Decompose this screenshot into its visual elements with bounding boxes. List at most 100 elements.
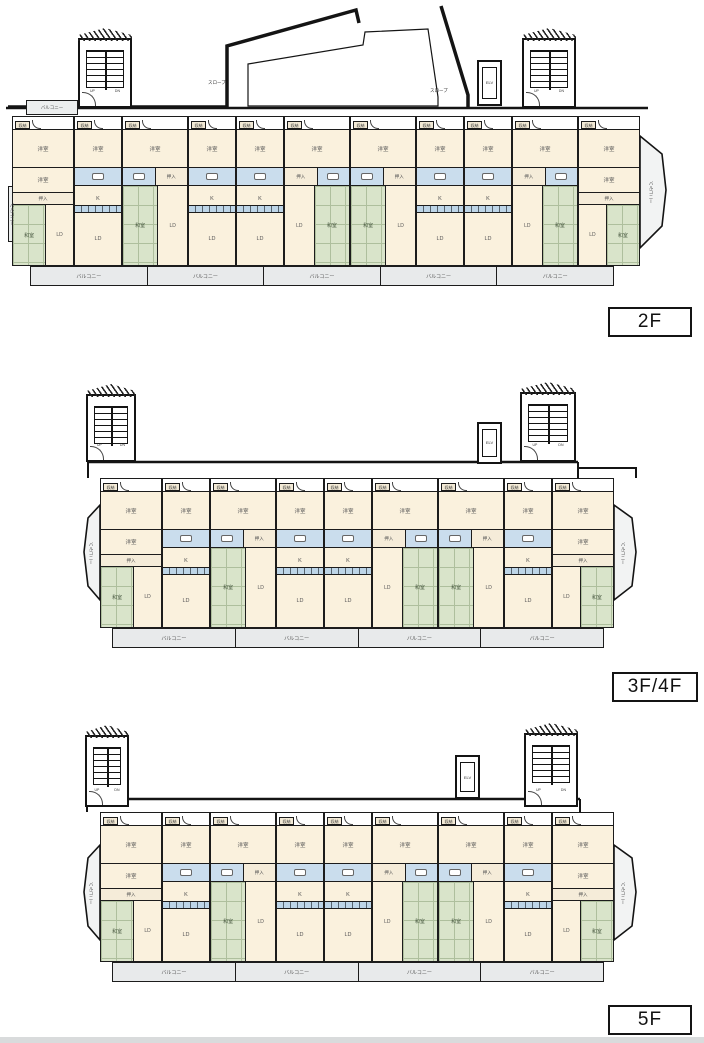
bedroom: 洋室 <box>553 491 613 529</box>
side-balcony-label: バルコニー <box>649 180 654 204</box>
bath-unit <box>465 167 511 185</box>
storage-box: 収納 <box>441 817 456 825</box>
balcony-strip-5f: バルコニーバルコニーバルコニーバルコニー <box>112 962 604 982</box>
entry-door-arc <box>436 120 445 129</box>
elevator-shaft: ELV <box>477 422 502 464</box>
entry-door-arc <box>182 482 191 491</box>
bath-unit <box>505 863 551 881</box>
kitchen: K <box>163 881 209 908</box>
unit-entry: 収納 <box>101 479 161 491</box>
balcony-section: バルコニー <box>480 963 603 981</box>
closet: 押入 <box>242 530 275 547</box>
kitchen-counter <box>277 901 323 908</box>
wet-row: 押入 <box>285 167 349 185</box>
toilet-fixture <box>482 173 494 180</box>
balcony-section: バルコニー <box>263 267 380 285</box>
entry-door-arc <box>296 816 305 825</box>
unit-entry: 収納 <box>373 813 437 825</box>
bedroom-2: 洋室 <box>553 863 613 888</box>
storage-box: 収納 <box>191 121 206 129</box>
stair-rail <box>107 747 109 787</box>
storage-box: 収納 <box>507 817 522 825</box>
toilet-fixture <box>220 869 233 876</box>
tatami-room: 和室 <box>439 882 474 961</box>
bedroom: 洋室 <box>325 491 371 529</box>
storage-box: 収納 <box>125 121 140 129</box>
living-dining: LD <box>505 908 551 961</box>
tatami-room: 和室 <box>211 548 246 627</box>
bedroom: 洋室 <box>351 129 415 167</box>
tatami-room: 和室 <box>351 186 386 265</box>
bath-unit <box>277 529 323 547</box>
toilet-fixture <box>522 869 534 876</box>
storage-box: 収納 <box>15 121 30 129</box>
entry-door-arc <box>572 482 581 491</box>
bedroom-2: 洋室 <box>553 529 613 554</box>
living-dining: LD <box>157 186 187 265</box>
bedroom-2: 洋室 <box>101 529 161 554</box>
living-dining: LD <box>473 882 503 961</box>
toilet-fixture <box>180 535 192 542</box>
balcony-section: バルコニー <box>146 267 264 285</box>
living-dining: LD <box>373 882 402 961</box>
unit-entry: 収納 <box>439 813 503 825</box>
bedroom: 洋室 <box>439 491 503 529</box>
3f4f-corridor-ends <box>87 462 637 478</box>
kitchen: K <box>277 547 323 574</box>
elevator-label: ELV <box>485 440 494 446</box>
entry-door-arc <box>370 120 379 129</box>
side-balcony-label: バルコニー <box>89 541 94 565</box>
bedroom: 洋室 <box>13 129 73 167</box>
kitchen: K <box>75 185 121 212</box>
tatami-room: 和室 <box>439 548 474 627</box>
entry-door-arc <box>524 816 533 825</box>
storage-box: 収納 <box>103 483 118 491</box>
kitchen-counter <box>325 567 371 574</box>
kitchen: K <box>325 547 371 574</box>
bedroom: 洋室 <box>211 825 275 863</box>
living-dining: LD <box>553 901 580 961</box>
unit-entry: 収納 <box>163 813 209 825</box>
kitchen: K <box>325 881 371 908</box>
living-dining: LD <box>417 212 463 265</box>
living-dining: LD <box>513 186 542 265</box>
bedroom: 洋室 <box>189 129 235 167</box>
entry-door-arc <box>572 816 581 825</box>
entry-door-arc <box>458 816 467 825</box>
wet-row: 押入 <box>373 529 437 547</box>
living-dining: LD <box>163 908 209 961</box>
entry-door-arc <box>344 482 353 491</box>
storage-box: 収納 <box>375 483 390 491</box>
bath-unit <box>505 529 551 547</box>
kitchen-counter <box>163 901 209 908</box>
stair-rail <box>549 50 551 90</box>
balcony-strip-2f: バルコニーバルコニーバルコニーバルコニーバルコニー <box>30 266 614 286</box>
5f-corridor-ends <box>86 799 581 812</box>
bedroom: 洋室 <box>123 129 187 167</box>
unit-entry: 収納 <box>211 813 275 825</box>
living-dining: LD <box>325 574 371 627</box>
tatami-room: 和室 <box>123 186 158 265</box>
2f-slope-outer-left <box>8 7 361 109</box>
bath-unit <box>277 863 323 881</box>
unit-entry: 収納 <box>505 813 551 825</box>
unit-entry: 収納 <box>237 117 283 129</box>
toilet-fixture <box>294 535 306 542</box>
stair-door-arc <box>89 791 103 805</box>
bedroom: 洋室 <box>417 129 463 167</box>
living-dining: LD <box>245 882 275 961</box>
unit-entry: 収納 <box>325 479 371 491</box>
closet: 押入 <box>13 192 73 204</box>
